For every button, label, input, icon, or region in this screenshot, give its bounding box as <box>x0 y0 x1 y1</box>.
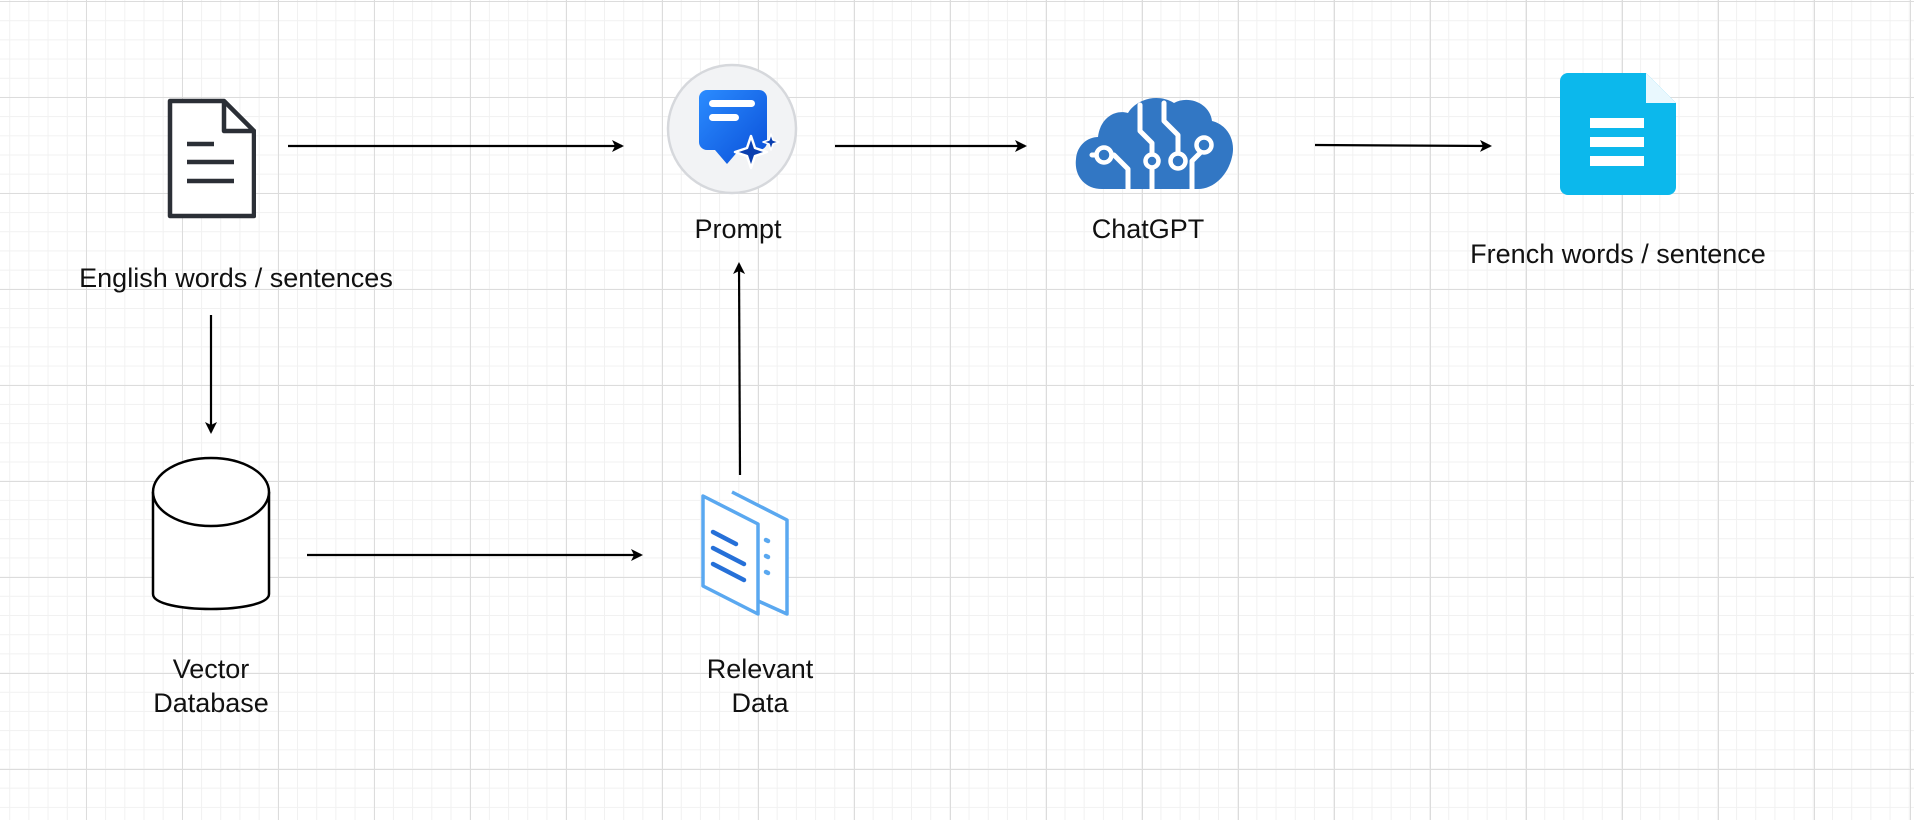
node-vectordb[interactable] <box>150 456 272 630</box>
database-cylinder-icon <box>151 456 271 611</box>
node-english-label: English words / sentences <box>79 263 393 293</box>
node-relevant[interactable] <box>700 488 790 616</box>
node-vectordb-label: Vector Database <box>153 654 269 718</box>
edge-chatgpt-to-french[interactable] <box>1314 139 1492 152</box>
document-outline-icon <box>167 98 257 219</box>
node-chatgpt-label: ChatGPT <box>1091 214 1205 244</box>
documents-stack-icon <box>701 490 789 616</box>
node-french-label: French words / sentence <box>1470 239 1766 269</box>
node-english[interactable] <box>166 98 257 220</box>
cloud-circuit-brain-icon <box>1075 98 1234 192</box>
node-relevant-label: Relevant Data <box>706 654 814 718</box>
node-french[interactable] <box>1560 73 1676 195</box>
node-prompt[interactable] <box>665 62 799 196</box>
node-prompt-label: Prompt <box>694 214 782 244</box>
node-chatgpt[interactable] <box>1074 95 1236 193</box>
document-blue-icon <box>1560 73 1676 195</box>
prompt-chat-sparkle-icon <box>666 63 798 195</box>
edge-relevant-to-prompt[interactable] <box>733 262 746 476</box>
